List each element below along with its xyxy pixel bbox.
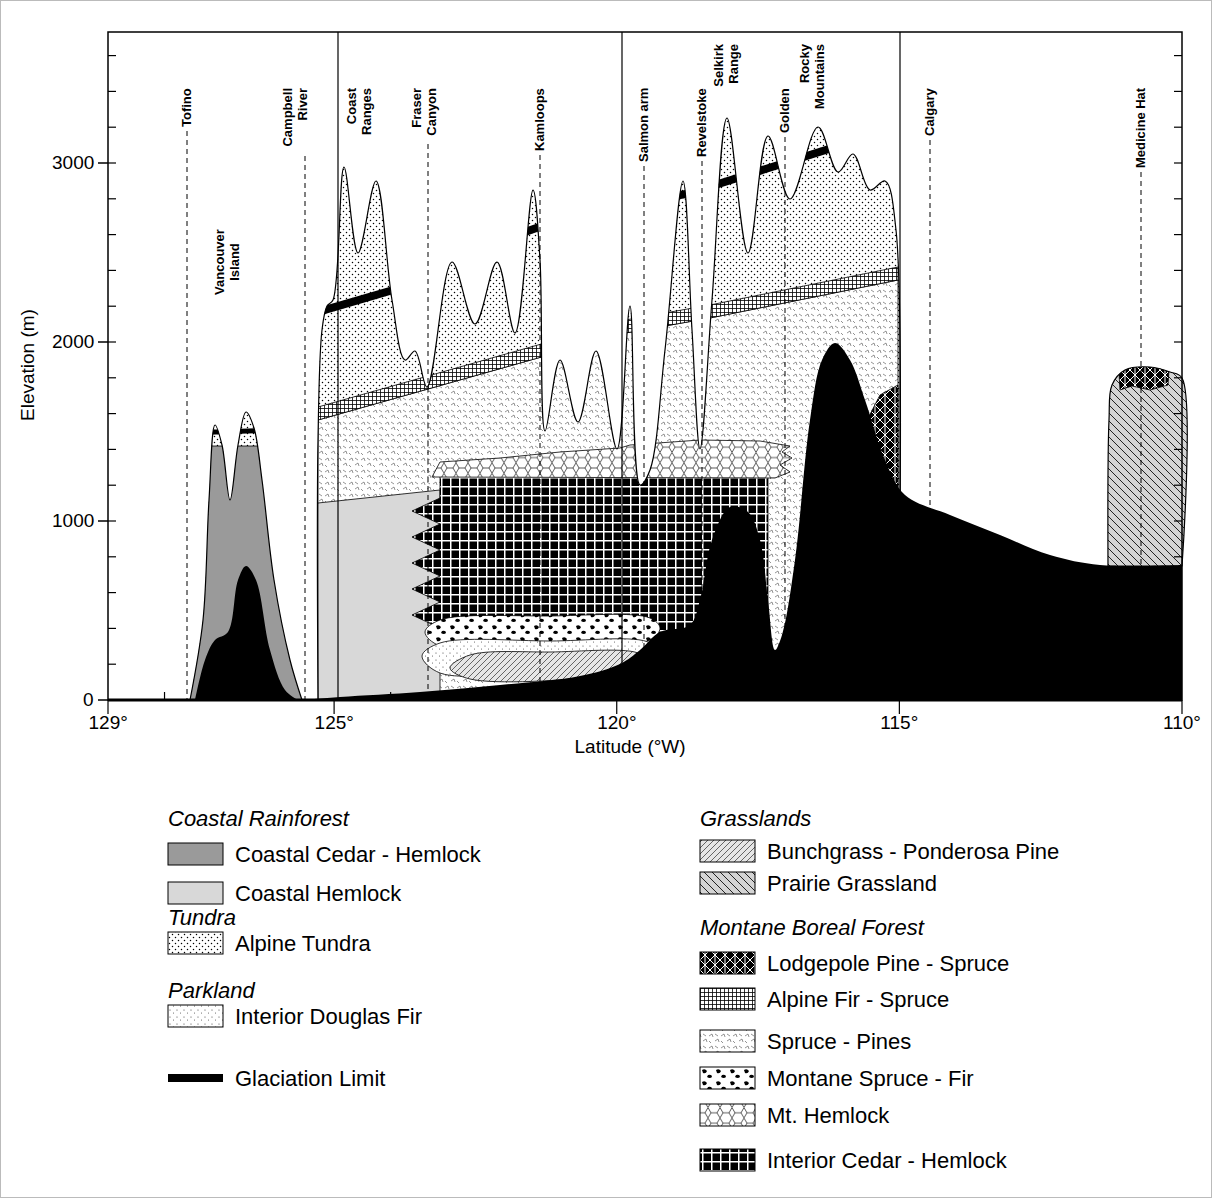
place-label: Revelstoke [695,88,710,157]
island-outline [190,412,302,700]
legend-swatch [700,872,755,894]
location-line [644,166,645,700]
legend-label: Montane Spruce - Fir [767,1066,974,1091]
legend-heading: Parkland [168,978,255,1003]
location-line [305,156,306,700]
glaciation-limit [674,193,692,196]
zone-boundary [185,446,310,447]
place-label: Campbell River [281,88,311,152]
legend-swatch [700,1030,755,1052]
island-zones [185,400,310,706]
place-label: Selkirk Range [712,44,742,96]
axes [98,32,1182,714]
legend-label: Interior Cedar - Hemlock [767,1148,1007,1173]
location-line [187,131,188,700]
dashed-leaders [187,131,1141,700]
location-line [1141,172,1142,700]
legend-swatch [700,1149,755,1171]
location-line [540,155,541,700]
legend-label: Lodgepole Pine - Spruce [767,951,1009,976]
tick-label: 115° [880,712,918,734]
alpine-fir-spruce-zone [318,267,898,420]
place-label: Rocky Mountains [798,44,828,114]
mt-hemlock-zone [432,440,792,478]
legend-label: Coastal Cedar - Hemlock [235,842,481,867]
legend-swatch [168,1074,223,1082]
place-label: Golden [778,88,793,133]
legend-heading: Grasslands [700,806,811,831]
legend-swatch [168,843,223,865]
legend-heading: Tundra [168,905,236,930]
location-line [785,137,786,700]
prairie-zone [1100,350,1190,580]
legend-swatch [168,882,223,904]
legend-label: Coastal Hemlock [235,881,401,906]
legend-label: Alpine Tundra [235,931,371,956]
tick-label: 110° [1163,712,1201,734]
legend-swatch [168,932,223,954]
glaciation-limit [185,429,310,433]
legend-swatch [700,1104,755,1126]
place-label: Calgary [923,88,938,136]
place-label: Fraser Canyon [410,88,440,140]
legend-label: Alpine Fir - Spruce [767,987,949,1012]
plains-outline [1108,367,1187,566]
legend-label: Bunchgrass - Ponderosa Pine [767,839,1059,864]
legend-swatch [700,952,755,974]
glaciation-limit [712,148,832,186]
axis-title: Latitude (°W) [575,736,686,758]
legend-heading: Coastal Rainforest [168,806,349,831]
tick-label: 120° [597,712,636,734]
tick-label: 129° [89,712,128,734]
legend-swatch [700,1067,755,1089]
region-label: Vancouver Island [213,227,243,297]
place-label: Tofino [180,88,195,127]
terrain [300,343,1182,700]
glaciation-limit [522,225,545,233]
legend-label: Interior Douglas Fir [235,1004,422,1029]
place-label: Coast Ranges [345,88,375,140]
legend-heading: Montane Boreal Forest [700,915,924,940]
tick-label: 1000 [52,510,94,532]
location-line [930,140,931,700]
section-line [337,32,338,700]
coastal-hemlock-zone [318,490,440,700]
axis-title: Elevation (m) [17,309,39,421]
tick-label: 0 [83,689,94,711]
tick-label: 2000 [52,331,94,353]
section-line [621,32,622,700]
lodgepole-zone [1118,355,1170,390]
legend-swatch [168,1005,223,1027]
legend-swatch [700,988,755,1010]
legend-label: Prairie Grassland [767,871,937,896]
glaciation-limit [318,288,400,312]
legend-label: Spruce - Pines [767,1029,911,1054]
location-line [702,161,703,700]
tick-label: 3000 [52,152,94,174]
plains-zones [1100,350,1190,580]
legend-swatch [700,840,755,862]
legend-swatches [168,840,755,1171]
place-label: Medicine Hat [1134,88,1149,168]
terrain [195,566,298,700]
legend-label: Glaciation Limit [235,1066,385,1091]
legend-label: Mt. Hemlock [767,1103,889,1128]
place-label: Salmon arm [637,88,652,162]
location-line [428,144,429,700]
place-label: Kamloops [533,88,548,151]
tick-label: 125° [315,712,354,734]
